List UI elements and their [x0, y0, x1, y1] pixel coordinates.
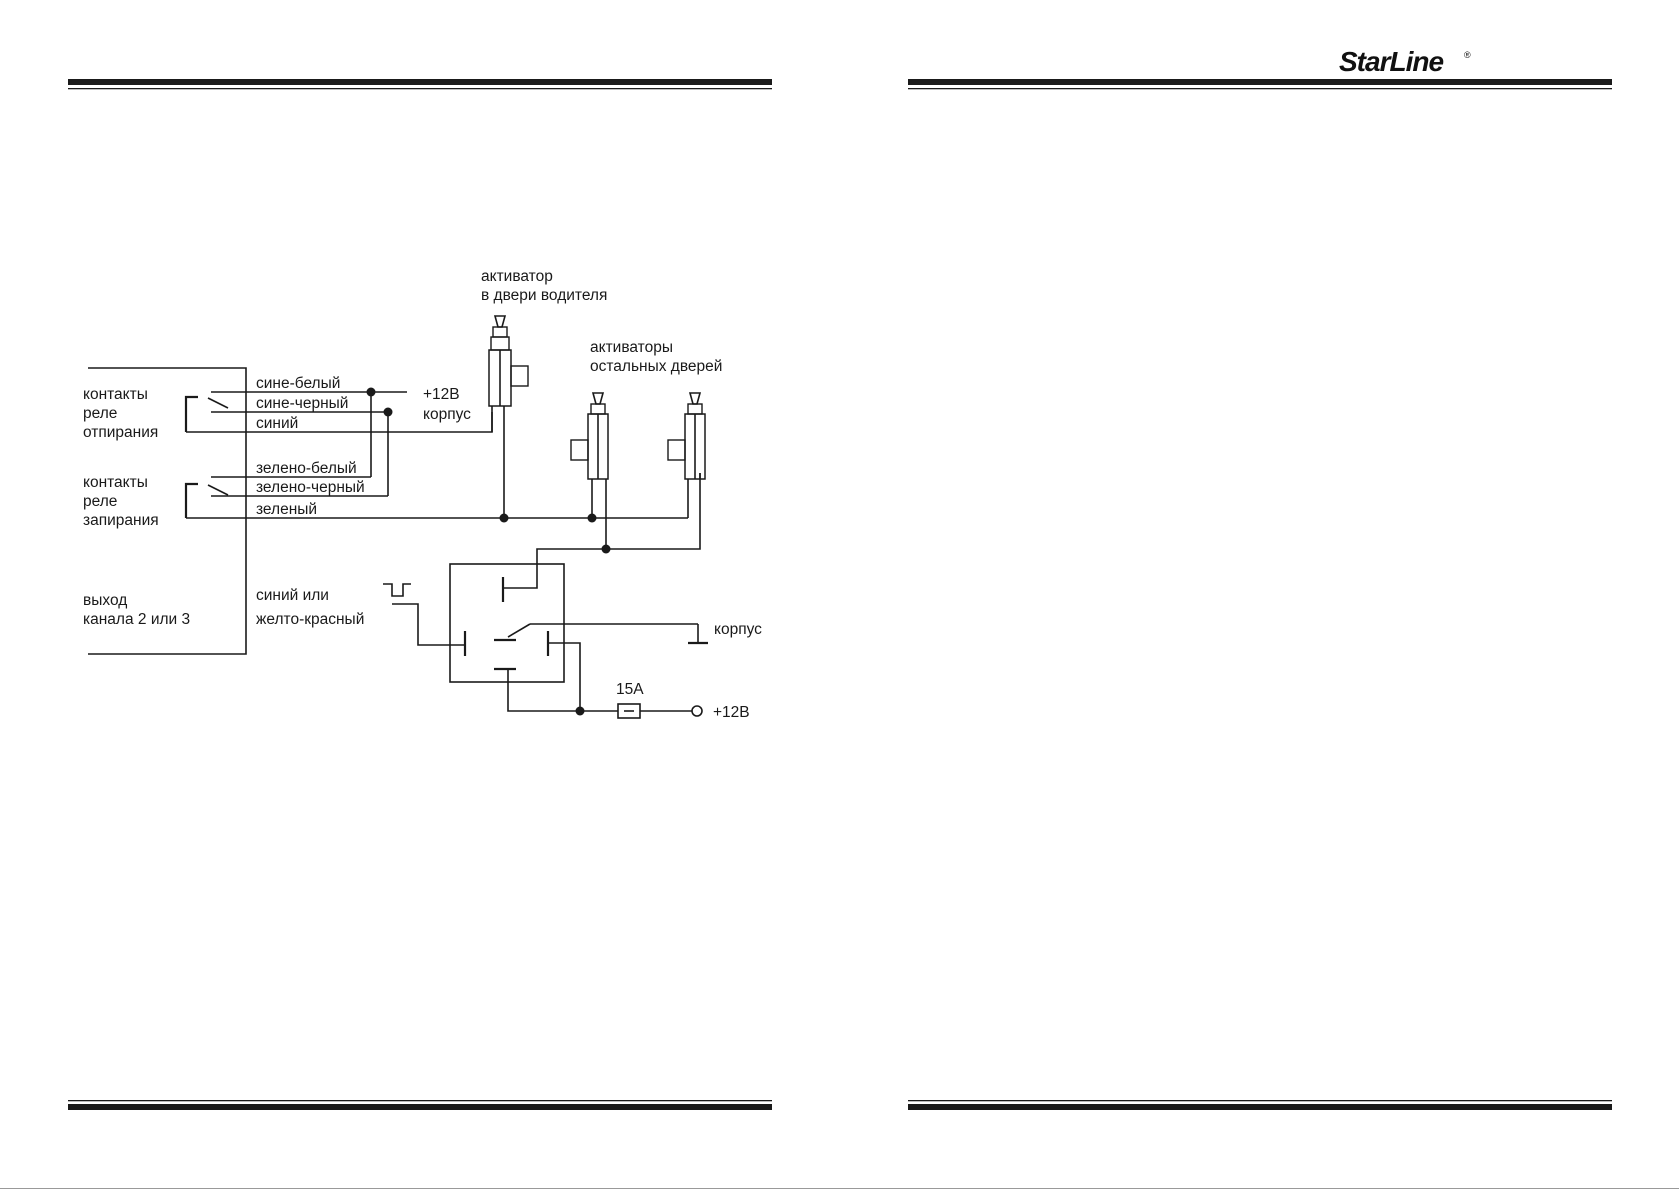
wire-label-green-white: зелено-белый: [256, 460, 357, 477]
ground-label-relay: корпус: [714, 621, 762, 638]
wire-label-blue: синий: [256, 415, 298, 432]
actuator-icon: [571, 393, 608, 523]
driver-actuator-label-1: активатор: [481, 268, 553, 285]
logo-registered-mark: ®: [1464, 50, 1471, 60]
unlock-relay-label-1: контакты: [83, 386, 148, 403]
lock-relay-label-1: контакты: [83, 474, 148, 491]
unlock-relay-label-2: реле: [83, 405, 117, 422]
right-page-header-rule: [908, 79, 1612, 89]
left-page-header-rule: [68, 79, 772, 89]
driver-actuator-label-2: в двери водителя: [481, 287, 607, 304]
logo-wordmark: StarLine: [1339, 46, 1443, 77]
actuator-feed-wires: [602, 473, 701, 554]
unlock-relay-label-3: отпирания: [83, 424, 158, 441]
plus12-label-top: +12В: [423, 386, 460, 403]
relay-switch-icon: [186, 484, 228, 518]
ground-label-top: корпус: [423, 406, 471, 423]
fuse-icon: [618, 704, 693, 718]
lock-relay-label-3: запирания: [83, 512, 159, 529]
wire-label-green: зеленый: [256, 501, 317, 518]
other-actuators-label-2: остальных дверей: [590, 358, 722, 375]
output-label-1: выход: [83, 592, 127, 609]
actuator-icon: [489, 316, 528, 523]
left-page-footer-rule: [68, 1100, 772, 1110]
relay-block: [392, 549, 708, 716]
output-label-2: канала 2 или 3: [83, 611, 190, 628]
wire-label-green-black: зелено-черный: [256, 479, 365, 496]
terminal-icon: [692, 706, 702, 716]
power-junctions: [367, 388, 393, 497]
output-wire-label-2: желто-красный: [256, 611, 364, 628]
relay-switch-icon: [186, 397, 228, 432]
starline-logo: StarLine ®: [1339, 46, 1471, 77]
plus12-label-bottom: +12В: [713, 704, 750, 721]
wire-label-blue-black: сине-черный: [256, 395, 348, 412]
bottom-crop-line: [0, 1188, 1679, 1189]
pulse-signal-icon: [383, 584, 411, 596]
lock-relay-label-2: реле: [83, 493, 117, 510]
fuse-rating-label: 15А: [616, 681, 644, 698]
wire-label-blue-white: сине-белый: [256, 375, 340, 392]
right-page-footer-rule: [908, 1100, 1612, 1110]
output-wire-label-1: синий или: [256, 587, 329, 604]
other-actuators-label-1: активаторы: [590, 339, 673, 356]
